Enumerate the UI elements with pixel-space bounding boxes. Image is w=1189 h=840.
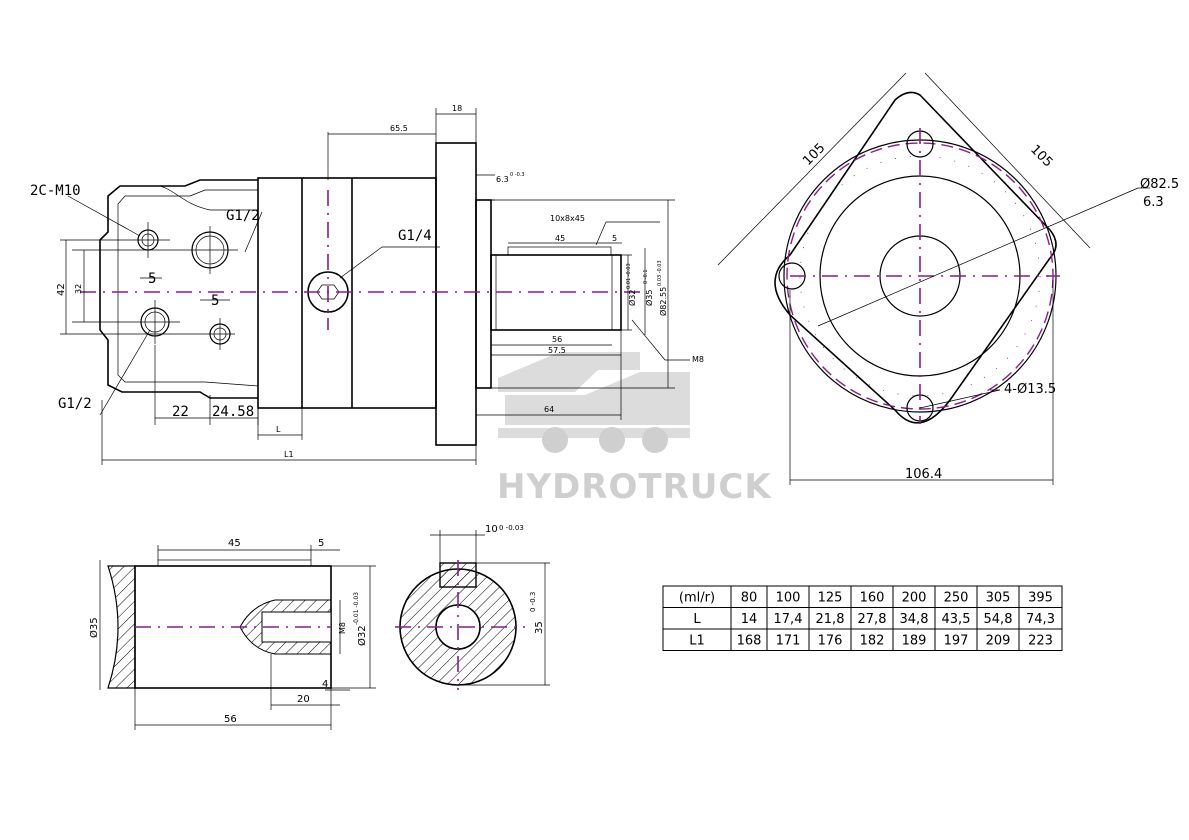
table-cell: 43,5: [942, 612, 971, 627]
dim-5b: 5: [211, 293, 219, 309]
table-cell: 182: [860, 633, 885, 648]
table-header-cell: 125: [818, 590, 843, 605]
pilot-boss: [475, 199, 492, 389]
table-cell: 54,8: [984, 612, 1013, 627]
table-cell: 223: [1028, 633, 1053, 648]
table-header-cell: 395: [1028, 590, 1053, 605]
dim-6-3: 6.3: [496, 175, 509, 184]
key-detail: [157, 559, 312, 567]
table-cell: L1: [689, 633, 705, 648]
rear-cover-outline: [99, 179, 258, 399]
dim-56-side: 56: [552, 335, 562, 344]
table-cell: 176: [818, 633, 843, 648]
table-cell: 168: [737, 633, 762, 648]
dim-phi82-5: Ø82.5: [1140, 177, 1179, 192]
table-cell: 171: [776, 633, 801, 648]
dim-35-section: 35: [534, 621, 545, 634]
side-view: 2C-M10 G1/2 G1/4 G1/2 65.5 18 6.3 0 -0.3…: [30, 104, 704, 465]
dim-phi82-tol: 0.03 -0.03: [657, 260, 663, 286]
dim-phi32-tol-detail: -0.01 -0.03: [353, 592, 360, 625]
shaft-section: 10 0 -0.03 35 0 -0.3: [395, 524, 550, 690]
label-g12-bottom: G1/2: [58, 396, 92, 412]
dim-106-4: 106.4: [905, 467, 942, 482]
dim-6-3-tol: 0 -0.3: [510, 172, 525, 178]
dim-5a: 5: [148, 271, 156, 287]
table-header-cell: 305: [986, 590, 1011, 605]
table-cell: 197: [944, 633, 969, 648]
rear-cover-inner: [117, 189, 259, 387]
table-header-cell: 200: [902, 590, 927, 605]
mounting-flange: [435, 142, 477, 446]
dim-35-tol-section: 0 -0.3: [529, 592, 537, 612]
dim-phi35: Ø35: [644, 290, 654, 306]
watermark-brand: HYDROTRUCK: [497, 467, 772, 507]
table-cell: 189: [902, 633, 927, 648]
dim-32: 32: [74, 284, 83, 294]
rear-cover-fillet: [159, 185, 258, 211]
dim-18: 18: [452, 104, 462, 113]
dim-6-3-front: 6.3: [1143, 195, 1164, 210]
dim-phi32-tol: 0.01 -0.03: [626, 263, 632, 289]
watermark: HYDROTRUCK: [497, 352, 772, 507]
dim-57-5: 57.5: [548, 346, 566, 355]
table-cell: 14: [741, 612, 758, 627]
table-header-cell: 100: [776, 590, 801, 605]
dim-65-5: 65.5: [390, 124, 408, 133]
dim-l: L: [276, 425, 281, 434]
dim-64: 64: [544, 405, 554, 414]
dim-m8-side: M8: [692, 355, 704, 364]
label-2c-m10: 2C-M10: [30, 183, 81, 199]
dim-45: 45: [555, 234, 565, 243]
table-header-cell: 80: [741, 590, 758, 605]
table-header-cell: 250: [944, 590, 969, 605]
shaft-detail: 45 5 Ø35 M8 Ø32 -0.01 -0.03 4 20 56: [88, 538, 376, 730]
dim-m8-detail: M8: [338, 622, 347, 634]
dim-10-section: 10: [485, 524, 498, 535]
dim-5: 5: [612, 234, 617, 243]
table-cell: L: [693, 612, 701, 627]
dim-45-detail: 45: [228, 538, 241, 549]
table-cell: 27,8: [858, 612, 887, 627]
dim-phi35-tol: 0 -0.1: [643, 269, 649, 284]
dim-phi35-detail: Ø35: [88, 617, 100, 638]
dim-4-detail: 4: [322, 679, 328, 690]
dim-24-58: 24.58: [212, 404, 254, 420]
dim-4-holes: 4-Ø13.5: [1004, 382, 1056, 397]
dim-56-detail: 56: [224, 714, 237, 725]
table-border: [662, 585, 1063, 651]
label-g14: G1/4: [398, 228, 432, 244]
dim-phi82-55: Ø82.55: [658, 287, 668, 316]
table-header-cell: (ml/r): [679, 590, 715, 605]
dim-10x8x45: 10x8x45: [550, 214, 585, 223]
dim-l1: L1: [284, 450, 294, 459]
table-cell: 209: [986, 633, 1011, 648]
dim-phi32-detail: Ø32: [356, 625, 368, 646]
dim-42: 42: [56, 283, 67, 296]
label-g12-top: G1/2: [226, 208, 260, 224]
table-header-cell: 160: [860, 590, 885, 605]
dim-phi32: Ø32: [627, 290, 637, 306]
housing-body: [257, 177, 437, 409]
dim-105-b: 105: [1027, 142, 1055, 170]
break-section: [107, 565, 136, 689]
dim-5-detail: 5: [318, 538, 324, 549]
table-cell: 21,8: [816, 612, 845, 627]
table-cell: 34,8: [900, 612, 929, 627]
dim-22: 22: [172, 404, 189, 420]
dim-105-a: 105: [800, 141, 828, 169]
front-view: 105 105 Ø82.5 6.3 4-Ø13.5 106.4: [717, 72, 1179, 485]
dim-20-detail: 20: [297, 694, 310, 705]
table-cell: 74,3: [1026, 612, 1055, 627]
table-cell: 17,4: [774, 612, 803, 627]
shaft-key: [507, 246, 612, 256]
dim-10-tol-section: 0 -0.03: [499, 524, 524, 532]
truck-logo: [498, 352, 690, 453]
